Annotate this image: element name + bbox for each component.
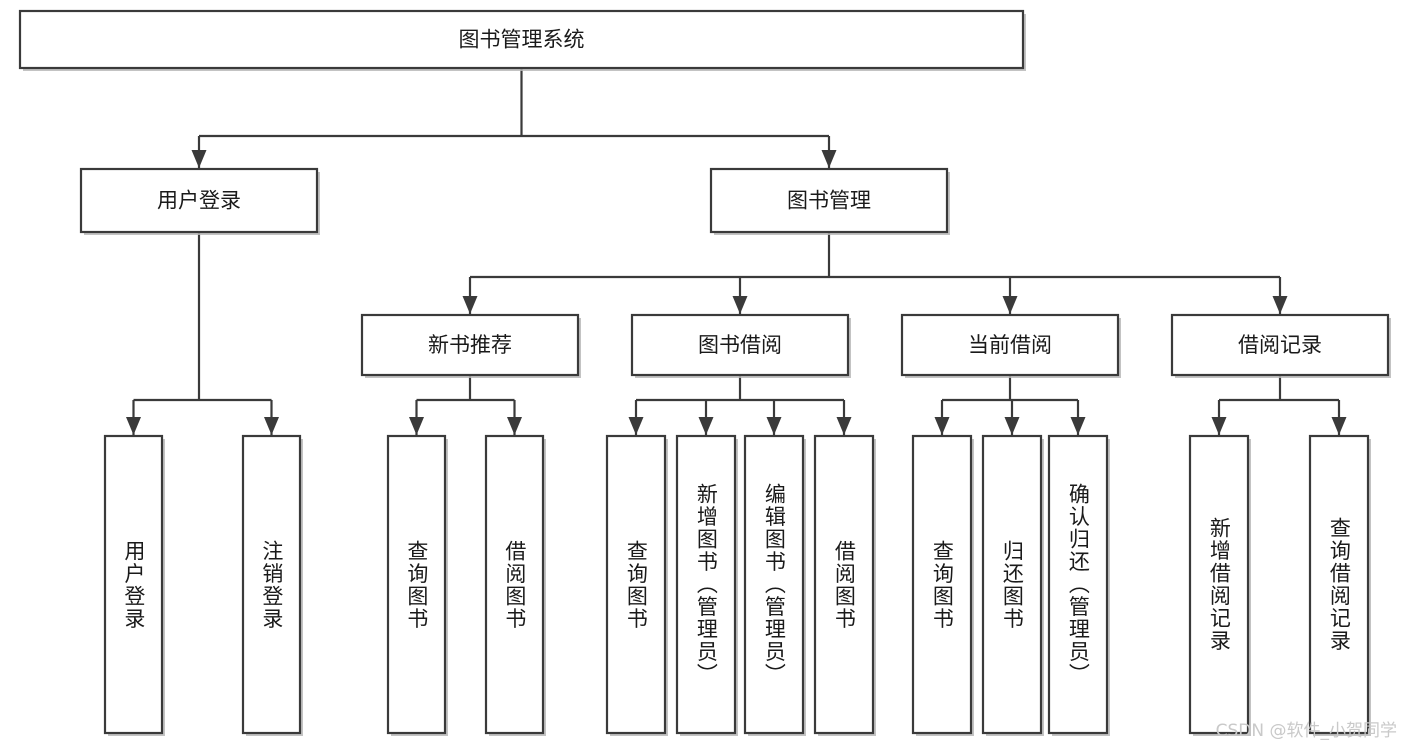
node-leaf-7[interactable] [813,434,875,735]
arrow-head-l3-1 [732,296,748,314]
node-level3-3[interactable] [1170,313,1390,377]
node-leaf-5[interactable] [675,434,737,735]
arrow-head-l3-3 [1272,296,1288,314]
node-leaf-4[interactable] [605,434,667,735]
node-label-level2-1: 图书管理 [787,189,871,213]
arrow-head-leaf-0-1 [264,417,279,435]
arrow-head-leaf-1-0 [409,417,424,435]
node-label-level3-3: 借阅记录 [1238,333,1322,357]
node-leaf-3[interactable] [484,434,545,735]
node-label-level3-0: 新书推荐 [428,333,512,357]
node-level3-2[interactable] [900,313,1120,377]
node-leaf-6[interactable] [743,434,805,735]
node-level2-0[interactable] [79,167,319,234]
arrow-head-leaf-4-0 [1211,417,1227,435]
node-level3-0[interactable] [360,313,580,377]
node-root-system[interactable] [18,9,1025,70]
arrow-head-leaf-2-1 [698,417,714,435]
node-leaf-9[interactable] [981,434,1043,735]
node-leaf-0[interactable] [103,434,164,735]
arrow-head-l3-0 [462,296,478,314]
node-leaf-10[interactable] [1047,434,1109,735]
node-label-level3-1: 图书借阅 [698,333,782,357]
node-level3-1[interactable] [630,313,850,377]
arrow-head-leaf-2-3 [836,417,852,435]
arrow-head-leaf-2-2 [766,417,782,435]
arrow-head-leaf-0-0 [126,417,141,435]
arrow-head-leaf-1-1 [507,417,522,435]
arrow-head-leaf-3-0 [934,417,950,435]
node-leaf-1[interactable] [241,434,302,735]
arrow-head-l2-0 [191,150,207,168]
arrow-head-leaf-2-0 [628,417,644,435]
node-leaf-8[interactable] [911,434,973,735]
node-label-level2-0: 用户登录 [157,189,241,213]
arrow-head-leaf-3-1 [1004,417,1020,435]
arrow-head-l2-1 [821,150,837,168]
node-label-root-system: 图书管理系统 [459,28,585,52]
arrow-head-leaf-4-1 [1331,417,1347,435]
node-leaf-12[interactable] [1308,434,1370,735]
node-label-level3-2: 当前借阅 [968,333,1052,357]
node-leaf-11[interactable] [1188,434,1250,735]
arrow-head-l3-2 [1002,296,1018,314]
connector-layer [126,68,1347,435]
node-level2-1[interactable] [709,167,949,234]
node-leaf-2[interactable] [386,434,447,735]
node-layer [18,9,1391,736]
arrow-head-leaf-3-2 [1070,417,1086,435]
